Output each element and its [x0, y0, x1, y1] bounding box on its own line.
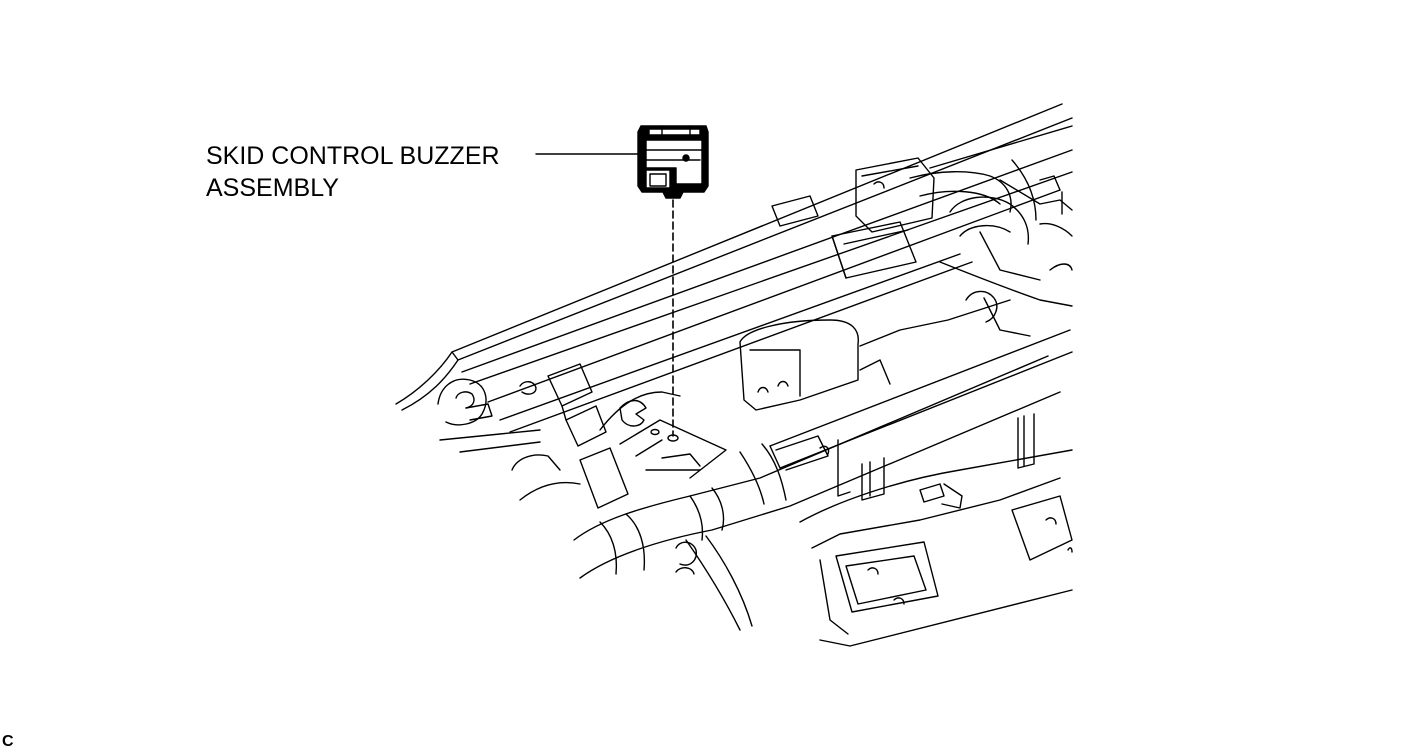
- buzzer-assembly-icon: [637, 125, 709, 199]
- callout-line-1: SKID CONTROL BUZZER: [206, 142, 500, 170]
- component-callout-label: SKID CONTROL BUZZER ASSEMBLY: [206, 140, 500, 204]
- mounting-stud-icon: [650, 428, 679, 442]
- figure-code: C: [2, 733, 14, 750]
- engine-bay-outline: [395, 103, 1073, 647]
- callout-line-2: ASSEMBLY: [206, 174, 339, 202]
